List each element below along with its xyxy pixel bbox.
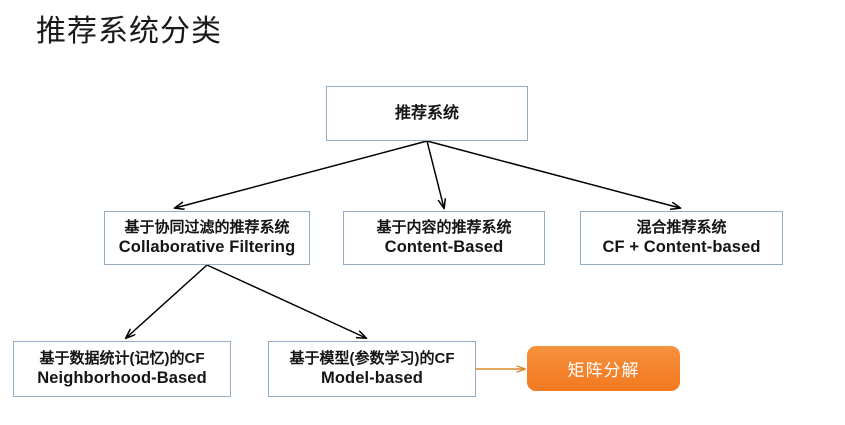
node-model-based-label-en: Model-based	[321, 369, 423, 388]
node-neighborhood-based-label-en: Neighborhood-Based	[37, 369, 207, 388]
node-matrix-factorization-label-cn: 矩阵分解	[567, 361, 640, 380]
edge-collaborative-filtering-to-model-based	[206, 264, 366, 338]
edge-root-to-hybrid	[426, 140, 680, 208]
node-neighborhood-based[interactable]: 基于数据统计(记忆)的CF Neighborhood-Based	[13, 341, 231, 397]
edge-collaborative-filtering-to-neighborhood-based	[126, 264, 208, 338]
node-collaborative-filtering[interactable]: 基于协同过滤的推荐系统 Collaborative Filtering	[104, 211, 310, 265]
node-root[interactable]: 推荐系统	[326, 86, 528, 141]
node-hybrid[interactable]: 混合推荐系统 CF + Content-based	[580, 211, 783, 265]
page-title: 推荐系统分类	[36, 15, 222, 48]
node-model-based[interactable]: 基于模型(参数学习)的CF Model-based	[268, 341, 476, 397]
node-hybrid-label-cn: 混合推荐系统	[636, 218, 727, 236]
node-model-based-label-cn: 基于模型(参数学习)的CF	[289, 349, 455, 367]
node-matrix-factorization[interactable]: 矩阵分解	[527, 346, 680, 391]
node-root-label-cn: 推荐系统	[394, 104, 459, 122]
node-neighborhood-based-label-cn: 基于数据统计(记忆)的CF	[39, 349, 205, 367]
node-content-based[interactable]: 基于内容的推荐系统 Content-Based	[343, 211, 545, 265]
node-content-based-label-en: Content-Based	[384, 238, 504, 257]
node-content-based-label-cn: 基于内容的推荐系统	[376, 218, 512, 236]
node-collaborative-filtering-label-en: Collaborative Filtering	[118, 238, 296, 257]
node-collaborative-filtering-label-cn: 基于协同过滤的推荐系统	[124, 218, 290, 236]
node-hybrid-label-en: CF + Content-based	[602, 238, 761, 257]
edge-root-to-collaborative-filtering	[175, 140, 428, 208]
edge-root-to-content-based	[426, 140, 444, 208]
